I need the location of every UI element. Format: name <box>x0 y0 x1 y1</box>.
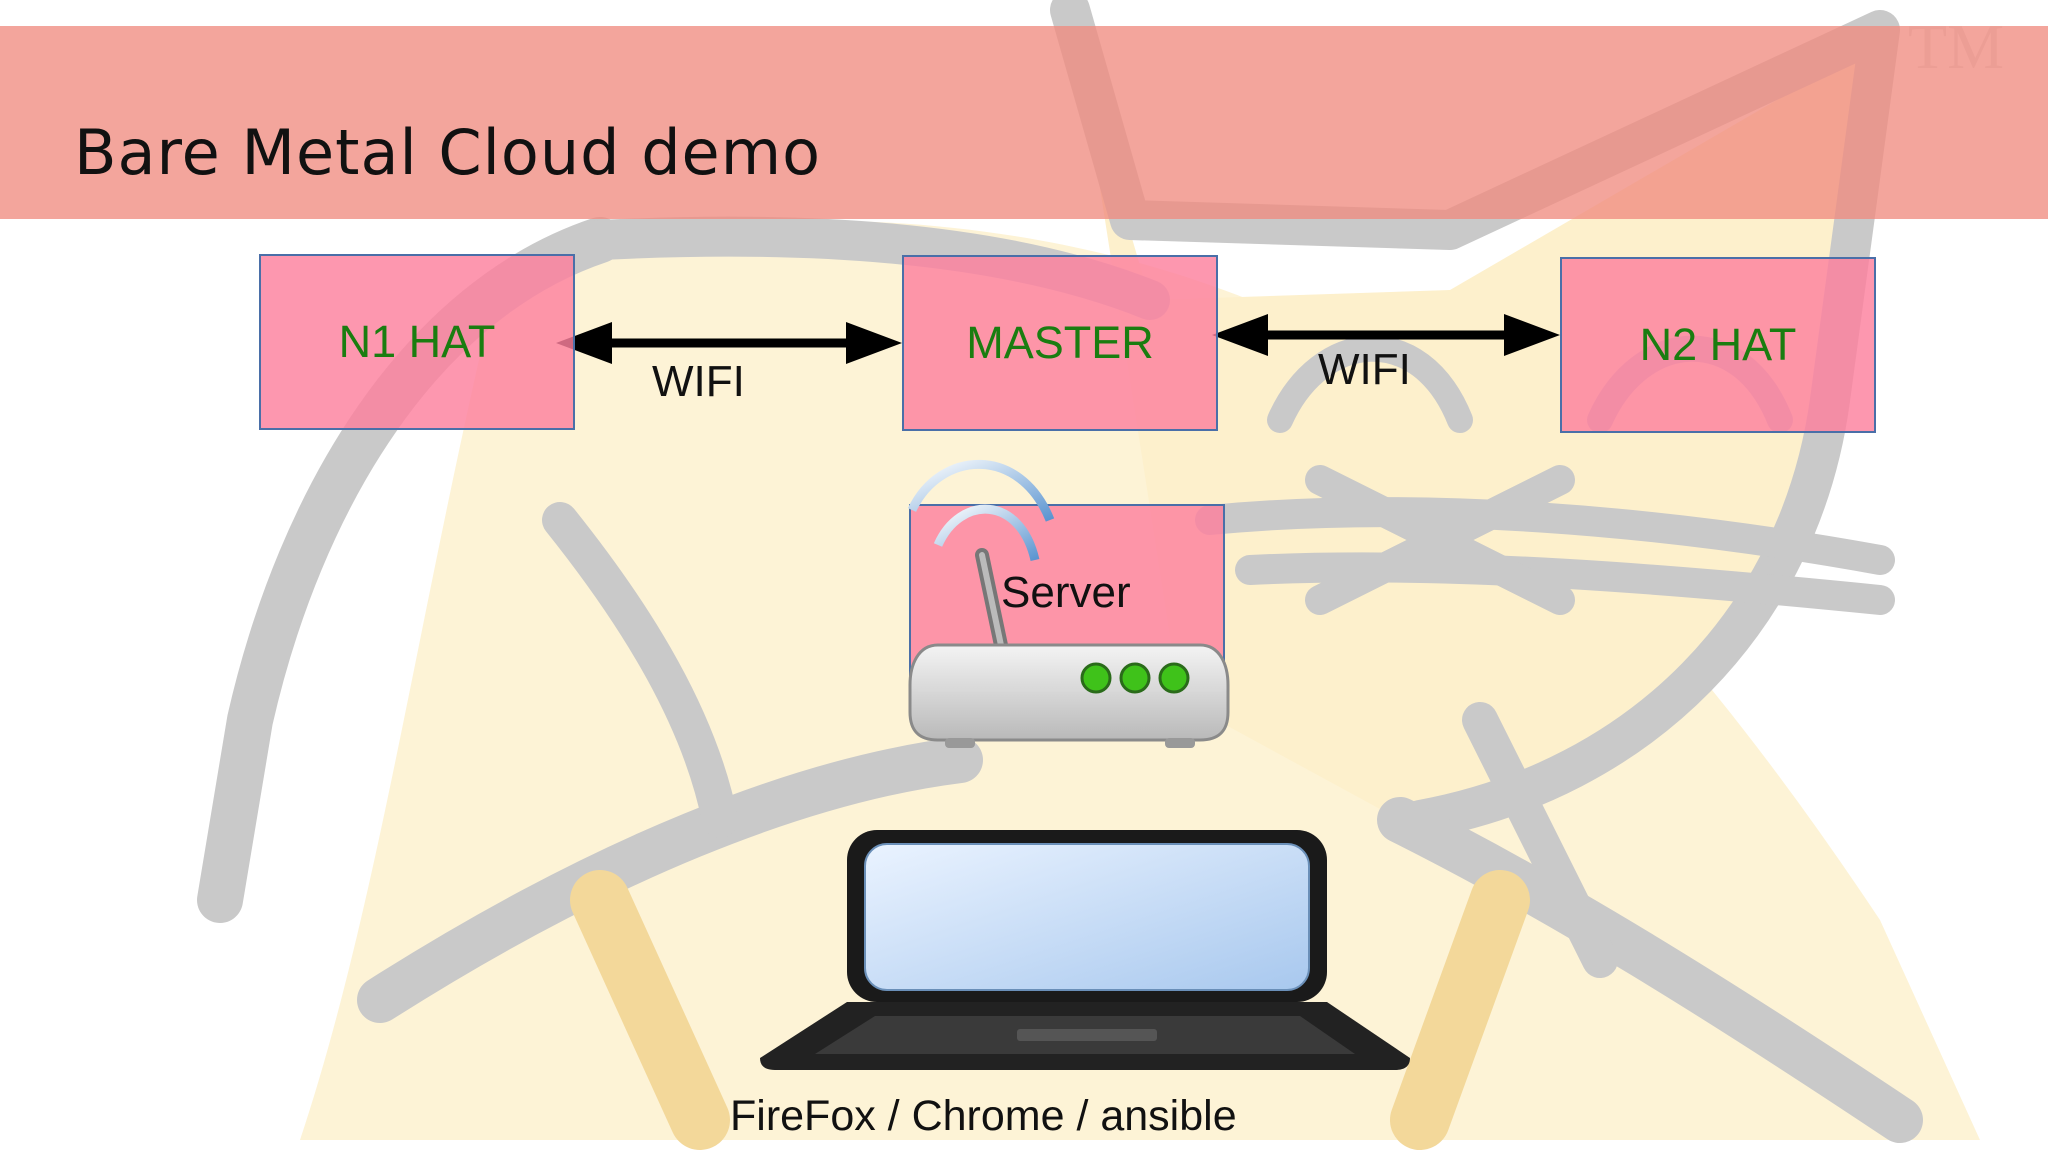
title-band <box>0 26 2048 219</box>
node-n1-hat: N1 HAT <box>259 254 575 430</box>
router-led-2-icon <box>1119 662 1151 694</box>
router-led-1-icon <box>1080 662 1112 694</box>
router-icon <box>907 459 1230 748</box>
wifi-label-right: WIFI <box>1318 345 1411 394</box>
arrow-n1-master <box>556 322 902 364</box>
wifi-label-left: WIFI <box>652 357 745 406</box>
arrow-master-n2 <box>1212 314 1560 356</box>
laptop-caption: FireFox / Chrome / ansible <box>730 1092 1237 1140</box>
node-n2-hat: N2 HAT <box>1560 257 1876 433</box>
laptop-icon <box>760 830 1410 1070</box>
server-label: Server <box>1001 568 1131 617</box>
slide-title: Bare Metal Cloud demo <box>74 116 822 189</box>
node-n2-label: N2 HAT <box>1639 319 1797 370</box>
node-master-label: MASTER <box>966 317 1154 368</box>
node-n1-label: N1 HAT <box>338 316 496 367</box>
node-master: MASTER <box>902 255 1218 431</box>
router-led-3-icon <box>1158 662 1190 694</box>
